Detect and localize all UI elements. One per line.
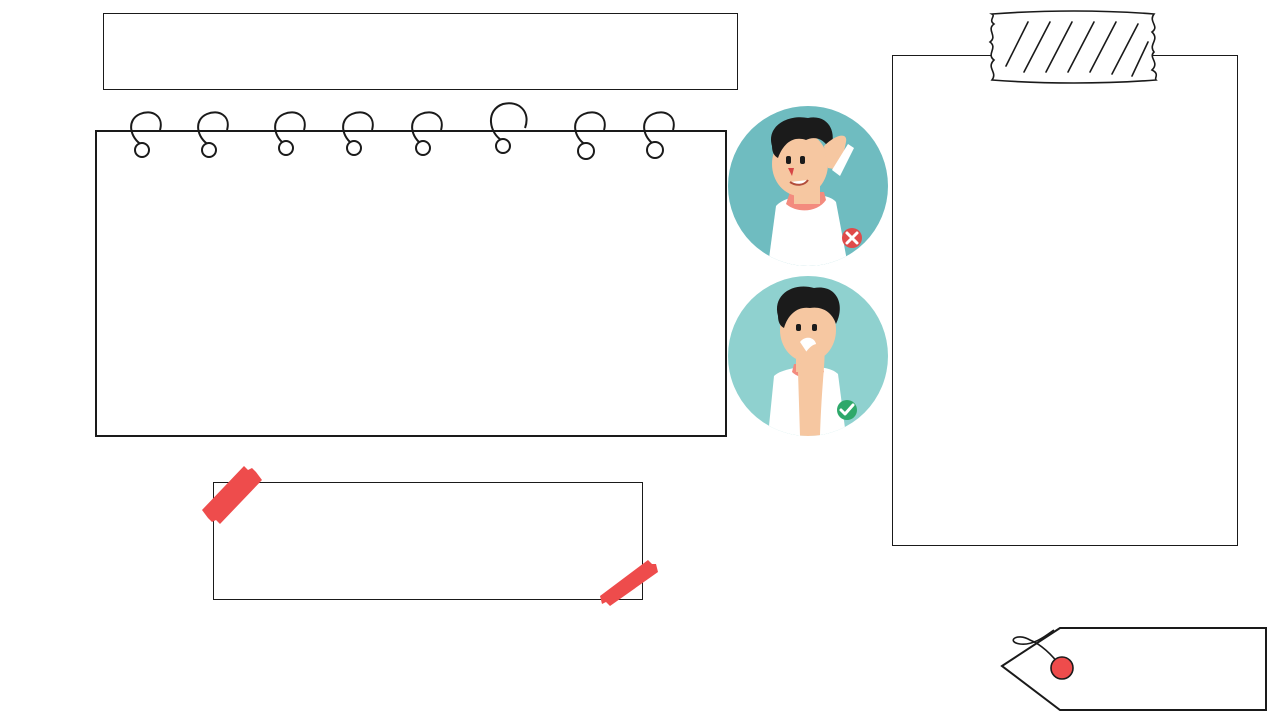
- hatched-washi-tape: [988, 10, 1158, 84]
- taped-note[interactable]: [213, 482, 643, 600]
- spiral-ring: [130, 111, 162, 158]
- check-circle-icon: [837, 400, 857, 420]
- avatar-nosebleed-wrong: [728, 106, 888, 266]
- price-tag: [1000, 627, 1267, 711]
- red-tape-strip: [600, 560, 658, 606]
- cross-circle-icon: [842, 228, 862, 248]
- avatar-nosebleed-correct: [728, 276, 888, 436]
- spiral-ring: [574, 111, 606, 160]
- side-panel-paper[interactable]: [892, 55, 1238, 546]
- spiral-ring: [643, 111, 675, 159]
- spiral-ring: [197, 111, 229, 158]
- spiral-ring: [274, 111, 306, 156]
- spiral-binding-rings: [130, 102, 675, 160]
- spiral-ring: [411, 111, 443, 156]
- red-tape-strip: [202, 466, 262, 524]
- notebook-paper[interactable]: [95, 130, 727, 437]
- title-box[interactable]: [103, 13, 738, 90]
- spiral-ring: [490, 102, 528, 154]
- spiral-ring: [342, 111, 374, 156]
